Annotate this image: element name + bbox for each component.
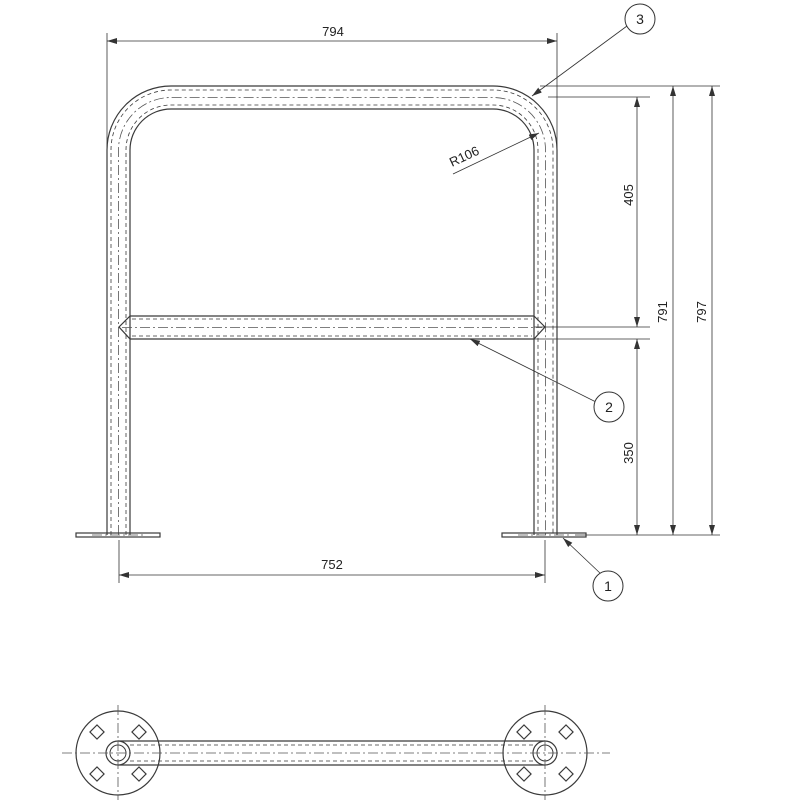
dim-inner-height: 791 <box>655 301 670 323</box>
cross-bar <box>118 315 546 340</box>
balloon-base-plate <box>592 570 624 602</box>
balloon-main-hoop <box>624 3 656 35</box>
svg-text:1: 1 <box>604 578 612 594</box>
svg-text:3: 3 <box>636 11 644 27</box>
hoop-hidden-inner <box>125 104 539 535</box>
base-plate-left <box>75 532 161 538</box>
balloons: 3 2 1 <box>469 3 656 602</box>
dim-total-height: 797 <box>694 301 709 323</box>
dim-upper-span: 405 <box>621 184 636 206</box>
hoop-hidden-outer <box>110 89 554 535</box>
hoop-outer <box>106 85 558 535</box>
top-tube <box>118 740 545 766</box>
dim-top-width: 794 <box>322 24 344 39</box>
bolt-holes <box>89 724 574 782</box>
base-plate-right <box>501 532 587 538</box>
svg-text:2: 2 <box>605 399 613 415</box>
hoop-centerline <box>118 97 546 535</box>
top-view <box>62 705 610 800</box>
dim-bottom-width: 752 <box>321 557 343 572</box>
front-view <box>75 85 587 538</box>
dimensions: 794 752 R106 405 350 791 797 <box>106 24 720 583</box>
dim-radius: R106 <box>447 143 482 170</box>
dim-lower-span: 350 <box>621 442 636 464</box>
hoop-inner <box>129 108 535 535</box>
balloon-cross-bar <box>593 391 625 423</box>
